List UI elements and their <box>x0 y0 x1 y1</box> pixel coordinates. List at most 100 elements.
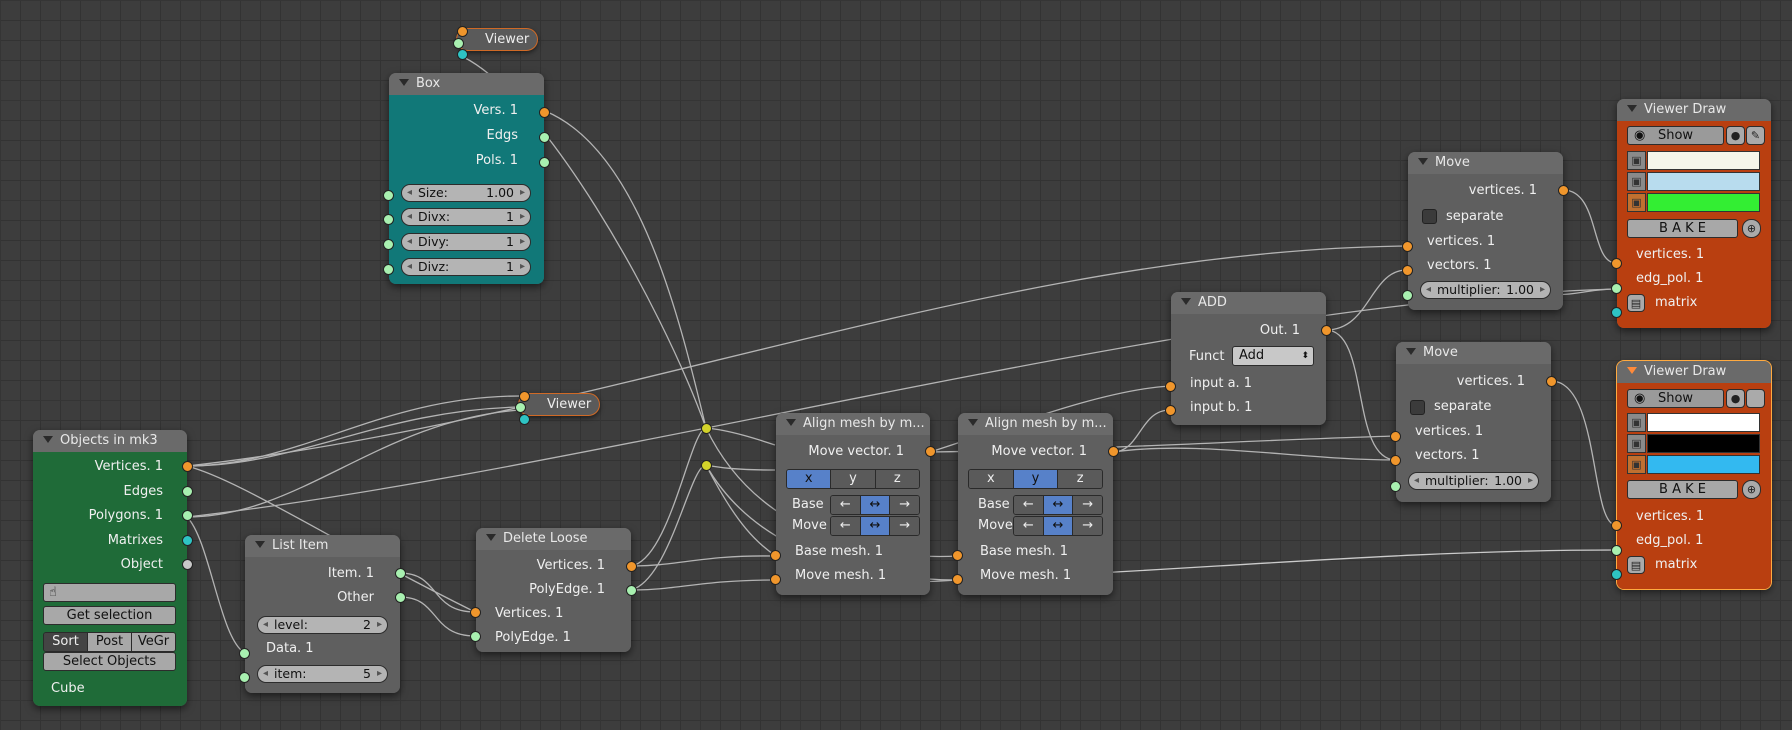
collapse-triangle-icon[interactable] <box>968 419 978 426</box>
viewer-draw1-in-matrix-socket[interactable] <box>1611 307 1622 318</box>
viewer-node-mid[interactable]: Viewer <box>518 393 600 416</box>
move1-in-vertices-socket[interactable] <box>1402 241 1413 252</box>
collapse-triangle-icon[interactable] <box>486 534 496 541</box>
move1-in-multiplier-socket[interactable] <box>1402 290 1413 301</box>
list-item-in-data-socket[interactable] <box>239 648 250 659</box>
move-node-2[interactable]: Move vertices. 1 separate vertices. 1 ve… <box>1396 342 1551 502</box>
wrench-icon[interactable]: ✎ <box>1746 126 1765 145</box>
add-out-socket[interactable] <box>1321 325 1332 336</box>
move-header[interactable]: Move <box>1396 342 1551 364</box>
target-icon[interactable]: ⊕ <box>1742 480 1761 499</box>
align-mesh-header[interactable]: Align mesh by m... <box>776 413 930 435</box>
divy-field[interactable]: ◂Divy:1▸ <box>401 233 531 251</box>
vertex-color-swatch[interactable] <box>1647 151 1760 170</box>
viewer-top-socket-1[interactable] <box>457 26 468 37</box>
align2-in-base-mesh-socket[interactable] <box>952 550 963 561</box>
align-right-arrow-icon[interactable]: → <box>1073 496 1102 514</box>
axis-y-option[interactable]: y <box>831 470 876 488</box>
collapse-triangle-icon[interactable] <box>255 541 265 548</box>
divx-field[interactable]: ◂Divx:1▸ <box>401 208 531 226</box>
list-item-out-other-socket[interactable] <box>395 592 406 603</box>
align1-in-move-mesh-socket[interactable] <box>770 574 781 585</box>
objects-header[interactable]: Objects in mk3 <box>33 430 187 452</box>
axis-x-option[interactable]: x <box>787 470 832 488</box>
edge-color-swatch[interactable] <box>1647 434 1760 453</box>
move2-in-vectors-socket[interactable] <box>1390 455 1401 466</box>
move-header[interactable]: Move <box>1408 152 1563 174</box>
align-center-arrow-icon[interactable]: ↔ <box>1043 517 1074 535</box>
axis-x-option[interactable]: x <box>969 470 1014 488</box>
viewer-draw2-in-edg-pol-socket[interactable] <box>1611 545 1622 556</box>
align-mesh-node-1[interactable]: Align mesh by m... Move vector. 1 x y z … <box>776 413 930 595</box>
align2-out-move-vector-socket[interactable] <box>1108 446 1119 457</box>
viewer-mid-socket-2[interactable] <box>515 402 526 413</box>
target-icon[interactable]: ⊕ <box>1742 219 1761 238</box>
move2-in-multiplier-socket[interactable] <box>1390 481 1401 492</box>
align1-out-move-vector-socket[interactable] <box>925 446 936 457</box>
objects-out-matrixes-socket[interactable] <box>182 535 193 546</box>
level-field[interactable]: ◂level:2▸ <box>257 616 388 634</box>
align-left-arrow-icon[interactable]: ← <box>831 517 861 535</box>
viewer-draw-node-1[interactable]: Viewer Draw ◉ Show ● ✎ ▣ ▣ ▣ B A K E ⊕ v… <box>1617 99 1771 328</box>
align-center-arrow-icon[interactable]: ↔ <box>1043 496 1074 514</box>
align-right-arrow-icon[interactable]: → <box>890 496 919 514</box>
viewer-mid-socket-1[interactable] <box>519 391 530 402</box>
align-left-arrow-icon[interactable]: ← <box>1014 496 1044 514</box>
face-color-swatch[interactable] <box>1647 455 1760 474</box>
multiplier-field[interactable]: ◂multiplier:1.00▸ <box>1420 281 1551 299</box>
list-item-in-item-socket[interactable] <box>239 672 250 683</box>
viewer-draw-header[interactable]: Viewer Draw <box>1617 361 1771 383</box>
move1-in-vectors-socket[interactable] <box>1402 265 1413 276</box>
viewer-draw1-in-edg-pol-socket[interactable] <box>1611 283 1622 294</box>
post-option[interactable]: Post <box>88 633 132 651</box>
divz-field[interactable]: ◂Divz:1▸ <box>401 258 531 276</box>
collapse-triangle-icon[interactable] <box>1406 348 1416 355</box>
collapse-triangle-icon[interactable] <box>1627 367 1637 374</box>
axis-z-option[interactable]: z <box>1058 470 1102 488</box>
show-toggle[interactable]: ◉ Show <box>1627 126 1724 145</box>
add-header[interactable]: ADD <box>1171 292 1326 314</box>
viewer-top-socket-2[interactable] <box>453 38 464 49</box>
move-node-1[interactable]: Move vertices. 1 separate vertices. 1 ve… <box>1408 152 1563 310</box>
viewer-draw1-in-vertices-socket[interactable] <box>1611 258 1622 269</box>
edge-color-swatch[interactable] <box>1647 172 1760 191</box>
object-name-field[interactable]: ☝ <box>43 583 176 602</box>
delete-loose-in-polyedge-socket[interactable] <box>470 631 481 642</box>
delete-loose-out-polyedge-socket[interactable] <box>626 585 637 596</box>
align-left-arrow-icon[interactable]: ← <box>831 496 861 514</box>
box-header[interactable]: Box <box>389 73 544 95</box>
box-in-divz-socket[interactable] <box>383 264 394 275</box>
align2-in-move-mesh-socket[interactable] <box>952 574 963 585</box>
objects-out-polygons-socket[interactable] <box>182 510 193 521</box>
viewer-draw-node-2[interactable]: Viewer Draw ◉ Show ● ▣ ▣ ▣ B A K E ⊕ ver… <box>1616 360 1772 590</box>
add-node[interactable]: ADD Out. 1 Funct Add ⬍ input a. 1 input … <box>1171 292 1326 425</box>
move2-out-vertices-socket[interactable] <box>1546 376 1557 387</box>
get-selection-button[interactable]: Get selection <box>43 606 176 625</box>
add-in-b-socket[interactable] <box>1165 405 1176 416</box>
face-color-swatch[interactable] <box>1647 193 1760 212</box>
box-in-size-socket[interactable] <box>383 190 394 201</box>
align-center-arrow-icon[interactable]: ↔ <box>860 496 891 514</box>
separate-checkbox[interactable] <box>1410 400 1425 415</box>
vertex-color-swatch[interactable] <box>1647 413 1760 432</box>
delete-loose-out-vertices-socket[interactable] <box>626 561 637 572</box>
objects-in-node[interactable]: Objects in mk3 Vertices. 1 Edges Polygon… <box>33 430 187 706</box>
bake-button[interactable]: B A K E <box>1627 219 1738 238</box>
separate-checkbox[interactable] <box>1422 209 1437 224</box>
objects-out-edges-socket[interactable] <box>182 486 193 497</box>
vegr-option[interactable]: VeGr <box>132 633 175 651</box>
viewer-draw2-in-matrix-socket[interactable] <box>1611 569 1622 580</box>
box-in-divx-socket[interactable] <box>383 214 394 225</box>
move1-out-vertices-socket[interactable] <box>1558 185 1569 196</box>
collapse-triangle-icon[interactable] <box>399 79 409 86</box>
box-out-pols-socket[interactable] <box>539 157 550 168</box>
sphere-shading-icon[interactable]: ● <box>1726 126 1745 145</box>
align-mesh-node-2[interactable]: Align mesh by m... Move vector. 1 x y z … <box>958 413 1113 595</box>
list-item-header[interactable]: List Item <box>245 535 400 557</box>
objects-out-vertices-socket[interactable] <box>182 461 193 472</box>
objects-out-object-socket[interactable] <box>182 559 193 570</box>
viewer-draw2-in-vertices-socket[interactable] <box>1611 520 1622 531</box>
collapse-triangle-icon[interactable] <box>43 436 53 443</box>
axis-y-option[interactable]: y <box>1013 470 1059 488</box>
collapse-triangle-icon[interactable] <box>1627 105 1637 112</box>
